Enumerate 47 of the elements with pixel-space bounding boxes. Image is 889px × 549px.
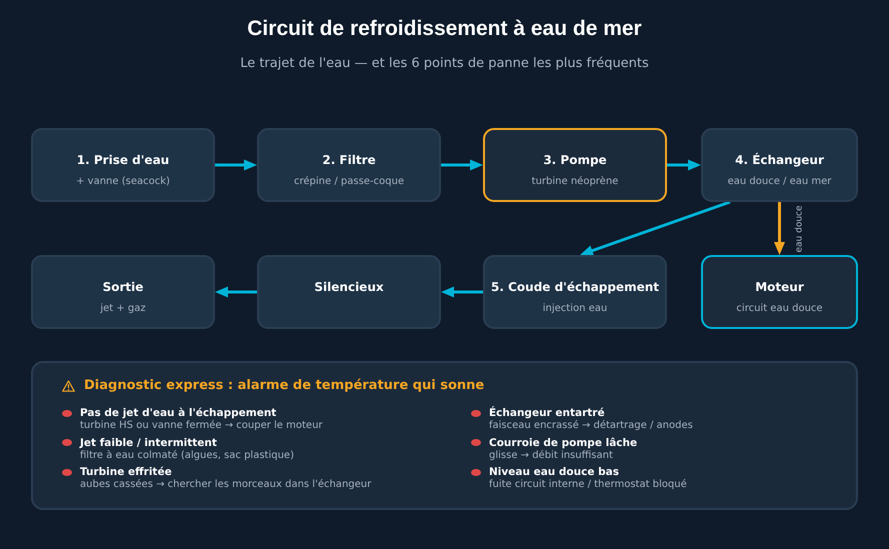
symptom-description: filtre à eau colmaté (algues, sac plastique) [80, 450, 294, 462]
process-box [701, 255, 858, 329]
symptom-description: fuite circuit interne / thermostat bloqué [489, 479, 687, 491]
edge-label: eau douce [794, 204, 805, 254]
symptom-description: turbine HS ou vanne fermée → couper le moteur [80, 420, 323, 432]
process-box [257, 255, 441, 329]
process-box [31, 255, 215, 329]
process-box [483, 128, 667, 202]
arrow [441, 160, 483, 170]
arrow [667, 160, 701, 170]
arrow [441, 286, 483, 298]
symptom-title: Échangeur entartré [489, 407, 605, 419]
symptom-description: aubes cassées → chercher les morceaux dans l'échangeur [80, 479, 372, 491]
symptom-title: Pas de jet d'eau à l'échappement [80, 407, 276, 419]
step-title: Sortie [102, 280, 144, 294]
diagram-subtitle: Le trajet de l'eau — et les 6 points de panne les plus fréquents [240, 56, 649, 72]
step-subtitle: crépine / passe-coque [294, 176, 404, 188]
step-subtitle: injection eau [542, 303, 608, 315]
symptom-title: Turbine effritée [80, 466, 172, 478]
symptom-title: Courroie de pompe lâche [489, 436, 638, 448]
step-subtitle: jet + gaz [100, 303, 146, 315]
diagnostic-panel [31, 361, 858, 510]
symptom-title: Niveau eau douce bas [489, 466, 619, 478]
step-title: 3. Pompe [543, 153, 607, 167]
process-box [257, 128, 441, 202]
process-box [31, 128, 215, 202]
step-title: Moteur [755, 280, 804, 294]
process-box [701, 128, 858, 202]
arrow [215, 286, 257, 298]
symptom-description: glisse → débit insuffisant [489, 450, 613, 462]
arrow [774, 202, 785, 255]
step-title: 5. Coude d'échappement [491, 280, 659, 294]
step-subtitle: turbine néoprène [532, 176, 618, 188]
symptom-title: Jet faible / intermittent [80, 436, 217, 448]
step-subtitle: eau douce / eau mer [728, 176, 832, 188]
step-title: Silencieux [314, 280, 384, 294]
symptom-description: faisceau encrassé → détartrage / anodes [489, 420, 693, 432]
step-subtitle: circuit eau douce [736, 303, 823, 315]
step-title: 2. Filtre [322, 153, 376, 167]
arrow [215, 160, 257, 170]
step-title: 4. Échangeur [735, 153, 824, 167]
panel-heading: Diagnostic express : alarme de température qui sonne [84, 378, 484, 394]
process-box [483, 255, 667, 329]
step-title: 1. Prise d'eau [76, 153, 170, 167]
step-subtitle: + vanne (seacock) [76, 176, 170, 188]
arrow [580, 200, 730, 256]
diagram-title: Circuit de refroidissement à eau de mer [247, 17, 642, 41]
